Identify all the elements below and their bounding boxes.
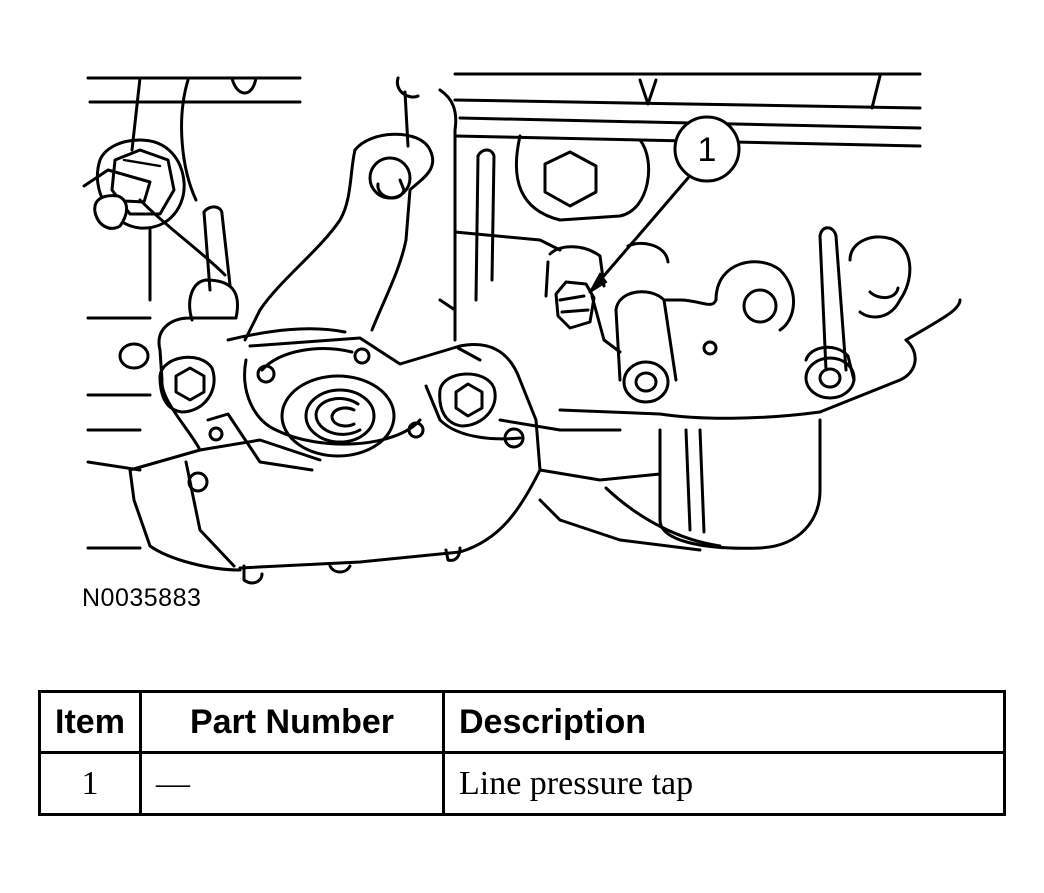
callout-1 <box>588 115 741 294</box>
manual-lever-arm <box>226 132 434 342</box>
line-pressure-tap <box>554 280 596 330</box>
hex-plug <box>514 134 651 222</box>
range-sensor-body <box>128 278 542 585</box>
row-part-number: — <box>139 751 445 816</box>
header-part-number: Part Number <box>139 690 445 754</box>
row-description: Line pressure tap <box>442 751 1006 816</box>
header-item: Item <box>38 690 142 754</box>
studs <box>202 148 848 372</box>
sensor-bolts <box>118 342 497 428</box>
figure-id: N0035883 <box>82 584 202 612</box>
table-row: 1 — Line pressure tap <box>38 751 1006 816</box>
legend-header-row: Item Part Number Description <box>38 690 1006 754</box>
parts-legend-table: Item Part Number Description 1 — Line pr… <box>38 690 1006 816</box>
left-bolt <box>82 138 186 230</box>
callout-label-layer: 1 <box>698 131 717 169</box>
row-item: 1 <box>38 751 142 816</box>
header-description: Description <box>442 690 1006 754</box>
callout-number: 1 <box>698 131 717 169</box>
transmission-line-drawing <box>82 72 962 585</box>
